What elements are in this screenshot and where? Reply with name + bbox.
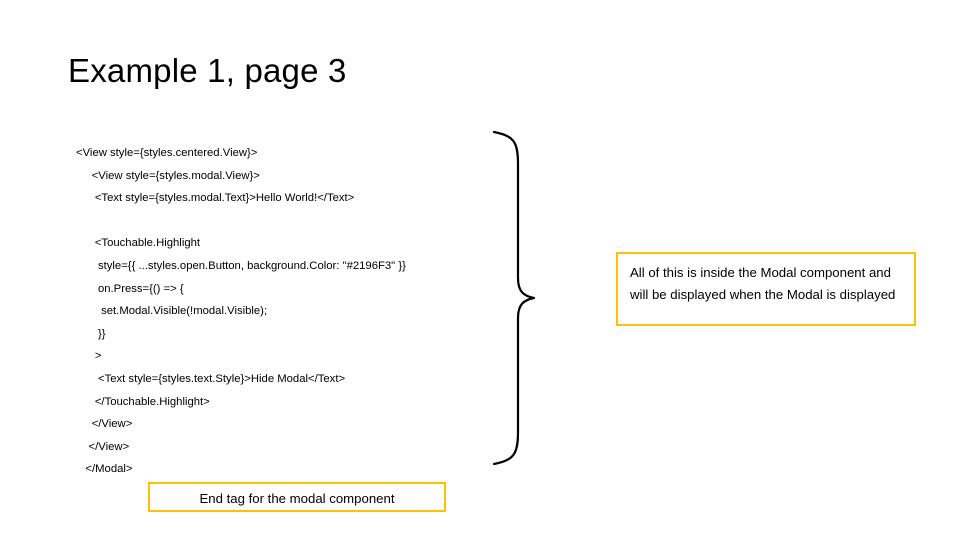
code-line: on.Press={() => { (76, 282, 184, 295)
code-line: <Text style={styles.modal.Text}>Hello Wo… (76, 192, 355, 205)
callout-end-tag: End tag for the modal component (148, 482, 446, 512)
code-line: set.Modal.Visible(!modal.Visible); (76, 305, 268, 318)
curly-brace-icon (480, 128, 550, 468)
code-line: </Touchable.Highlight> (76, 395, 210, 408)
code-line: </View> (76, 440, 130, 453)
callout-modal-description: All of this is inside the Modal componen… (616, 252, 916, 326)
code-line-blank (76, 210, 546, 233)
code-line: style={{ ...styles.open.Button, backgrou… (76, 259, 406, 272)
code-line: </View> (76, 418, 133, 431)
code-line: }} (76, 327, 106, 340)
code-line: <Touchable.Highlight (76, 237, 201, 250)
code-line: <View style={styles.centered.View}> (76, 147, 258, 159)
code-line: </Modal> (76, 463, 133, 476)
page-title: Example 1, page 3 (68, 52, 347, 89)
code-line: <Text style={styles.text.Style}>Hide Mod… (76, 372, 346, 385)
code-line: <View style={styles.modal.View}> (76, 169, 260, 182)
code-line: > (76, 350, 102, 363)
code-block: <View style={styles.centered.View}> <Vie… (76, 142, 546, 481)
